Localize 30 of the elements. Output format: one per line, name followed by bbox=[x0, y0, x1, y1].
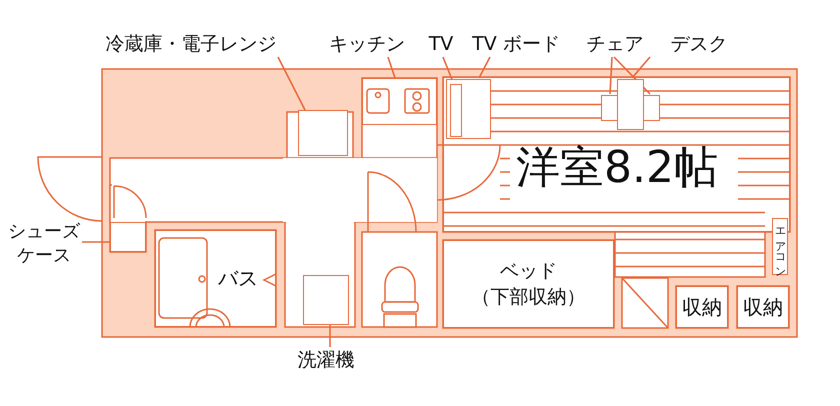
bathroom-area bbox=[155, 230, 276, 327]
leader-line bbox=[478, 56, 491, 78]
leader-line bbox=[329, 325, 331, 347]
leader-line bbox=[82, 241, 110, 243]
washing-machine-symbol bbox=[303, 275, 349, 325]
storage-closet: 収納 bbox=[737, 286, 789, 328]
refrigerator-symbol bbox=[298, 110, 348, 156]
callout-label: 冷蔵庫・電子レンジ bbox=[85, 32, 297, 56]
callout-label: TV bbox=[428, 32, 454, 56]
room-outline bbox=[443, 77, 790, 232]
tv-board-symbol bbox=[446, 79, 491, 139]
callout-label: チェア bbox=[582, 32, 648, 56]
shoe-cabinet-symbol bbox=[110, 222, 146, 252]
leader-line bbox=[387, 56, 396, 78]
chair-symbol bbox=[643, 95, 660, 121]
kitchen-counter-symbol bbox=[362, 78, 437, 125]
desk-symbol bbox=[617, 79, 644, 130]
callout-label: 洗濯機 bbox=[290, 348, 362, 374]
callout-label: シューズケース bbox=[6, 220, 82, 272]
chair-symbol bbox=[601, 95, 618, 121]
callout-label: キッチン bbox=[318, 32, 416, 56]
callout-label: TV ボード bbox=[466, 32, 566, 56]
bed-area: ベッド （下部収納） bbox=[443, 240, 614, 328]
storage-closet: 収納 bbox=[676, 286, 728, 328]
tv-set-symbol bbox=[450, 84, 462, 137]
room-name: 洋室8.2帖 bbox=[516, 144, 718, 192]
leader-line bbox=[609, 56, 613, 94]
callout-label: デスク bbox=[662, 32, 736, 56]
air-conditioner-label: エアコン bbox=[772, 218, 788, 275]
room-name: バス bbox=[218, 265, 258, 291]
